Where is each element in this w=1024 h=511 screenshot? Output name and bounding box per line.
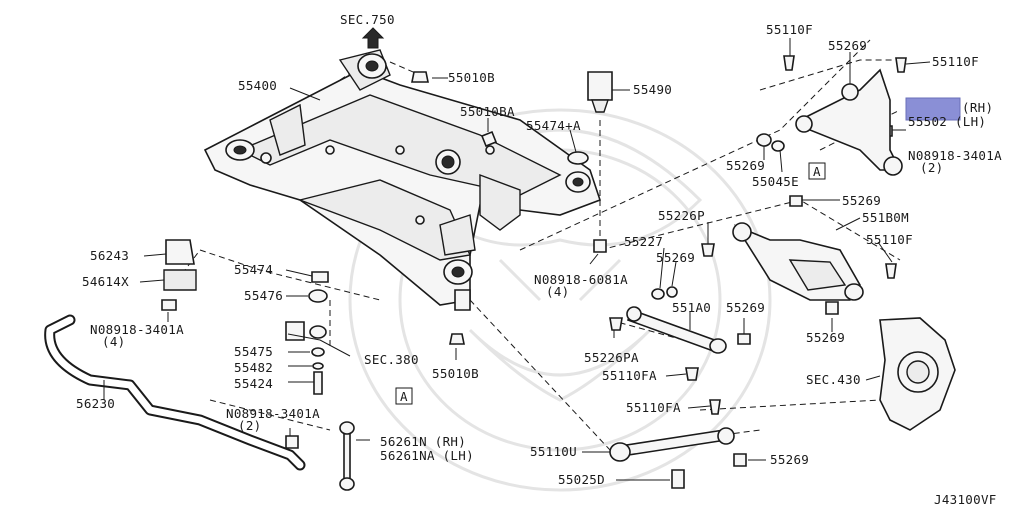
label-55475: 55475: [234, 344, 273, 359]
label-55110FA-a: 55110FA: [602, 368, 657, 383]
label-55424: 55424: [234, 376, 273, 391]
label-54614X: 54614X: [82, 274, 129, 289]
label-55474: 55474: [234, 262, 273, 277]
label-56261N: 56261N (RH): [380, 434, 466, 449]
label-56261NA: 56261NA (LH): [380, 448, 474, 463]
label-551A0: 551A0: [672, 300, 711, 315]
ref-box-a-2: [395, 387, 413, 405]
label-n08918-6081: N08918-6081A: [534, 272, 628, 287]
label-n08918-mid-qty: (2): [238, 418, 261, 433]
link-551A0[interactable]: [626, 306, 727, 354]
label-sec-750: SEC.750: [340, 12, 395, 27]
label-n08918-mid: N08918-3401A: [226, 406, 320, 421]
label-55010B-bottom: 55010B: [432, 366, 479, 381]
label-n08918-left-qty: (4): [102, 334, 125, 349]
hardware-parts: [161, 55, 907, 489]
label-n08918-6081-qty: (4): [546, 284, 569, 299]
label-55269-d: 55269: [656, 250, 695, 265]
stabilizer-link-56261N[interactable]: [339, 421, 355, 491]
diagram-code: J43100VF: [934, 492, 997, 507]
label-56243: 56243: [90, 248, 129, 263]
label-55110F-b: 55110F: [932, 54, 979, 69]
label-55226PA: 55226PA: [584, 350, 639, 365]
label-55490: 55490: [633, 82, 672, 97]
subframe-55400[interactable]: [203, 49, 602, 311]
label-55269-g: 55269: [806, 330, 845, 345]
label-55476: 55476: [244, 288, 283, 303]
up-arrow-icon: [361, 27, 385, 49]
knuckle-sec430: [879, 317, 956, 431]
stabilizer-bushing: [163, 239, 197, 291]
label-55269-f: 55269: [770, 452, 809, 467]
label-55482: 55482: [234, 360, 273, 375]
label-55502-lh: 55502 (LH): [908, 114, 986, 129]
label-55269-b: 55269: [726, 158, 765, 173]
label-55025D: 55025D: [558, 472, 605, 487]
lower-arm-551B0M[interactable]: [732, 222, 864, 301]
label-55110F-a: 55110F: [766, 22, 813, 37]
label-55227: 55227: [624, 234, 663, 249]
part-labels: SEC.750 55400 55010B 55010BA 55490 55474…: [76, 12, 1002, 507]
link-55110U[interactable]: [609, 427, 735, 462]
label-55110U: 55110U: [530, 444, 577, 459]
stabilizer-bar-56230[interactable]: [44, 314, 306, 471]
label-55269-a: 55269: [828, 38, 867, 53]
label-555x2-rh: (RH): [962, 100, 993, 115]
label-55474-a: 55474+A: [526, 118, 581, 133]
label-n08918-top-qty: (2): [920, 160, 943, 175]
label-55110F-c: 55110F: [866, 232, 913, 247]
label-55400: 55400: [238, 78, 277, 93]
label-sec-430: SEC.430: [806, 372, 861, 387]
label-n08918-top: N08918-3401A: [908, 148, 1002, 163]
upper-link-assembly[interactable]: [795, 68, 903, 176]
ref-box-a-1: [808, 162, 826, 180]
label-box-a-2: A: [400, 389, 408, 404]
label-55269-e: 55269: [726, 300, 765, 315]
label-55010B-top: 55010B: [448, 70, 495, 85]
leader-lines: [103, 38, 931, 481]
label-55045E: 55045E: [752, 174, 799, 189]
label-55010BA: 55010BA: [460, 104, 515, 119]
label-box-a-1: A: [813, 164, 821, 179]
label-551B0M: 551B0M: [862, 210, 909, 225]
highlight-marker: [905, 97, 961, 121]
label-n08918-left: N08918-3401A: [90, 322, 184, 337]
label-55110FA-b: 55110FA: [626, 400, 681, 415]
label-55269-c: 55269: [842, 193, 881, 208]
label-55226P: 55226P: [658, 208, 705, 223]
label-56230: 56230: [76, 396, 115, 411]
label-sec-380: SEC.380: [364, 352, 419, 367]
